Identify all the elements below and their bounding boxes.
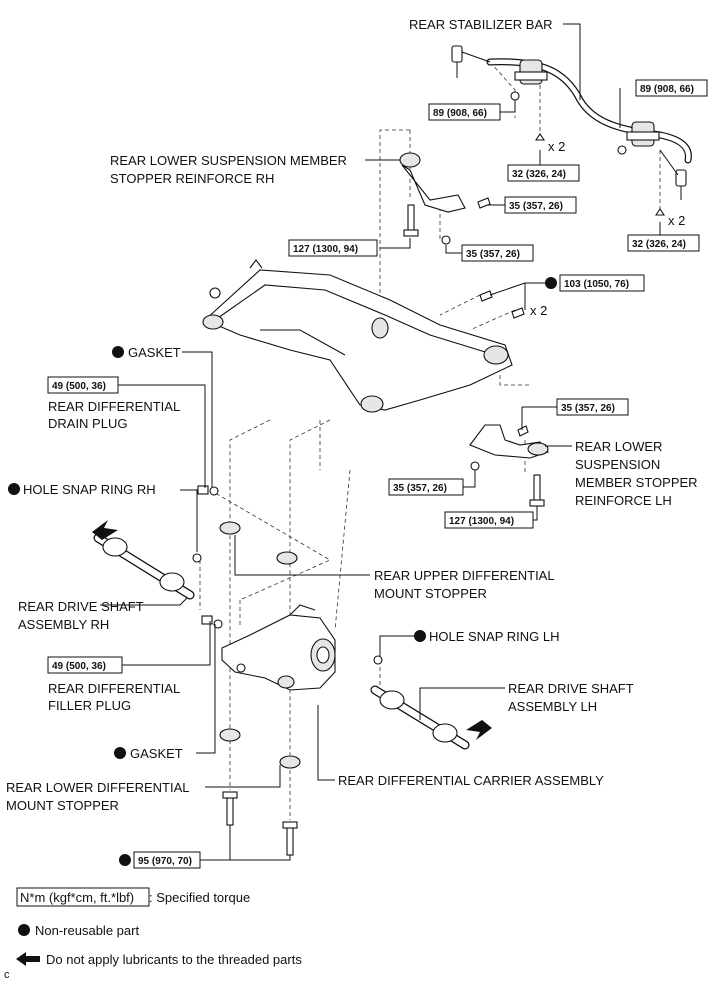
label-member-stopper-lh-line3: MEMBER STOPPER: [575, 475, 698, 490]
label-lower-mount-line2: MOUNT STOPPER: [6, 798, 119, 813]
torque-103: 103 (1050, 76): [564, 279, 629, 290]
leader-lines: [100, 23, 661, 861]
legend-torque-desc: : Specified torque: [149, 890, 250, 905]
torque-35-lh-bottom: 35 (357, 26): [393, 483, 447, 494]
label-gasket-bottom: GASKET: [130, 746, 183, 761]
non-reusable-marker-icon: [114, 747, 126, 759]
torque-35-lh-top: 35 (357, 26): [561, 403, 615, 414]
member-stopper-reinforce-lh-part: [469, 424, 549, 507]
arrow-left-icon: [16, 952, 40, 966]
rear-drive-shaft-lh-part: [370, 655, 492, 750]
label-qty-x2: x 2: [668, 213, 685, 228]
torque-spec-boxes: 89 (908, 66) 89 (908, 66) 32 (326, 24) 3…: [47, 79, 708, 869]
torque-35-mid: 35 (357, 26): [466, 249, 520, 260]
label-drain-plug-line2: DRAIN PLUG: [48, 416, 127, 431]
label-drive-shaft-lh-line1: REAR DRIVE SHAFT: [508, 681, 634, 696]
torque-95: 95 (970, 70): [138, 856, 192, 867]
label-upper-mount-line2: MOUNT STOPPER: [374, 586, 487, 601]
label-drive-shaft-rh-line1: REAR DRIVE SHAFT: [18, 599, 144, 614]
label-gasket-top: GASKET: [128, 345, 181, 360]
torque-32-mid: 32 (326, 24): [512, 169, 566, 180]
torque-89-right: 89 (908, 66): [640, 84, 694, 95]
label-qty-x2: x 2: [548, 139, 565, 154]
member-stopper-reinforce-rh-part: [399, 152, 491, 245]
torque-127-top: 127 (1300, 94): [293, 244, 358, 255]
label-lower-mount-line1: REAR LOWER DIFFERENTIAL: [6, 780, 189, 795]
label-member-stopper-lh-line2: SUSPENSION: [575, 457, 660, 472]
label-member-stopper-lh-line4: REINFORCE LH: [575, 493, 672, 508]
legend-torque-unit: N*m (kgf*cm, ft.*lbf): [20, 890, 134, 905]
non-reusable-marker-icon: [414, 630, 426, 642]
rear-stabilizer-bar-part: [451, 45, 692, 216]
upper-differential-mount-stopper-part: [219, 521, 298, 565]
corner-mark: c: [4, 969, 10, 981]
label-filler-plug-line2: FILLER PLUG: [48, 698, 131, 713]
label-hole-snap-ring-rh: HOLE SNAP RING RH: [23, 482, 156, 497]
label-carrier-assembly: REAR DIFFERENTIAL CARRIER ASSEMBLY: [338, 773, 604, 788]
torque-127-bottom: 127 (1300, 94): [449, 516, 514, 527]
torque-89-left: 89 (908, 66): [433, 108, 487, 119]
label-filler-plug-line1: REAR DIFFERENTIAL: [48, 681, 180, 696]
label-member-stopper-rh-line2: STOPPER REINFORCE RH: [110, 171, 274, 186]
legend-non-reusable: Non-reusable part: [35, 923, 139, 938]
legend-no-lubricant: Do not apply lubricants to the threaded …: [46, 952, 302, 967]
label-drive-shaft-lh-line2: ASSEMBLY LH: [508, 699, 597, 714]
label-qty-x2: x 2: [530, 303, 547, 318]
torque-49-drain: 49 (500, 36): [52, 381, 106, 392]
non-reusable-marker-icon: [119, 854, 131, 866]
filler-plug-part: [201, 615, 223, 629]
label-member-stopper-lh-line1: REAR LOWER: [575, 439, 662, 454]
torque-32-right: 32 (326, 24): [632, 239, 686, 250]
label-member-stopper-rh-line1: REAR LOWER SUSPENSION MEMBER: [110, 153, 347, 168]
rear-suspension-member-part: [202, 259, 525, 413]
torque-49-filler: 49 (500, 36): [52, 661, 106, 672]
drain-plug-part: [197, 485, 219, 496]
label-drive-shaft-rh-line2: ASSEMBLY RH: [18, 617, 109, 632]
non-reusable-legend-icon: [18, 924, 30, 936]
non-reusable-marker-icon: [112, 346, 124, 358]
label-drain-plug-line1: REAR DIFFERENTIAL: [48, 399, 180, 414]
non-reusable-marker-icon: [8, 483, 20, 495]
legend: N*m (kgf*cm, ft.*lbf) : Specified torque…: [4, 887, 302, 981]
torque-35-top: 35 (357, 26): [509, 201, 563, 212]
label-upper-mount-line1: REAR UPPER DIFFERENTIAL: [374, 568, 555, 583]
non-reusable-marker-icon: [545, 277, 557, 289]
label-hole-snap-ring-lh: HOLE SNAP RING LH: [429, 629, 560, 644]
rear-drive-shaft-rh-part: [92, 520, 202, 600]
differential-carrier-part: [221, 604, 336, 691]
label-rear-stabilizer-bar: REAR STABILIZER BAR: [409, 17, 553, 32]
lower-differential-mount-stopper-part: [219, 728, 301, 856]
